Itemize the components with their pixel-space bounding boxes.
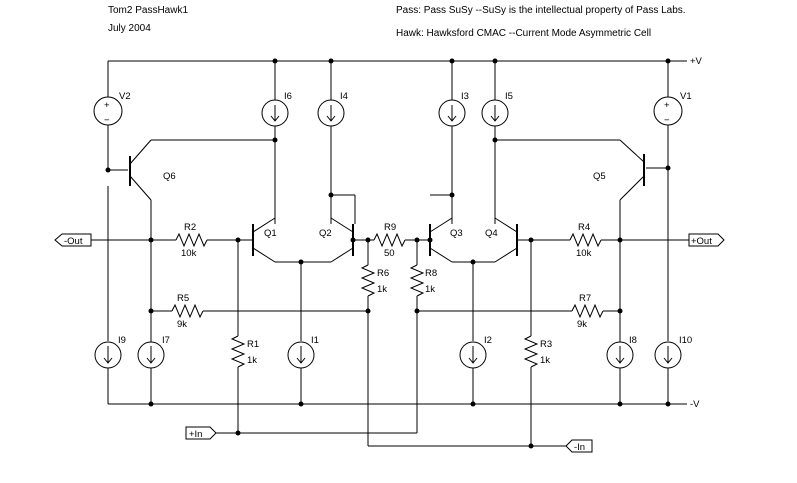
q3-label: Q3 (450, 228, 463, 239)
svg-text:10k: 10k (181, 248, 197, 259)
current-source-i6: I6 (261, 61, 292, 224)
current-source-i4: I4 (317, 61, 348, 224)
port-pos-in: +In (185, 426, 217, 440)
resistor-r5: R5 9k (171, 293, 204, 330)
positive-rail-label: +V (690, 56, 703, 67)
negative-rail-label: -V (690, 399, 700, 410)
svg-text:R3: R3 (540, 339, 552, 350)
current-source-i9: I9 (94, 186, 126, 404)
svg-text:I10: I10 (679, 335, 692, 346)
resistor-r8: R8 1k (409, 264, 437, 297)
resistor-r7: R7 9k (571, 293, 604, 330)
voltage-source-v1: + − V1 (653, 61, 692, 168)
svg-text:1k: 1k (377, 284, 387, 295)
pass-note: Pass: Pass SuSy --SuSy is the intellectu… (396, 5, 686, 16)
positive-rail: +V (108, 56, 703, 67)
svg-text:I7: I7 (162, 335, 170, 346)
current-source-i2: I2 (459, 335, 492, 404)
current-source-i5: I5 (481, 61, 513, 224)
svg-text:10k: 10k (576, 248, 592, 259)
svg-text:R4: R4 (578, 222, 590, 233)
port-pos-out: +Out (688, 233, 725, 247)
resistor-r3: R3 1k (523, 335, 552, 368)
q6-label: Q6 (163, 171, 176, 182)
svg-text:I2: I2 (484, 335, 492, 346)
svg-text:9k: 9k (177, 319, 187, 330)
transistor-q4: Q4 (473, 217, 518, 263)
current-source-i1: I1 (287, 335, 319, 404)
resistor-r2: R2 10k (175, 222, 208, 259)
svg-text:−: − (664, 115, 670, 126)
svg-text:I8: I8 (629, 335, 637, 346)
svg-text:9k: 9k (577, 319, 587, 330)
resistor-r6: R6 1k (360, 264, 389, 297)
q1-label: Q1 (264, 228, 277, 239)
v2-label: V2 (119, 91, 131, 102)
svg-text:R9: R9 (384, 222, 396, 233)
svg-text:R7: R7 (579, 293, 591, 304)
svg-text:+In: +In (189, 429, 202, 440)
junction-dots (105, 58, 671, 449)
svg-text:50: 50 (384, 248, 395, 259)
svg-text:I5: I5 (505, 91, 513, 102)
voltage-source-v2: + − V2 (93, 61, 131, 156)
hawk-note: Hawk: Hawksford CMAC --Current Mode Asym… (396, 28, 651, 39)
svg-text:I4: I4 (340, 91, 348, 102)
transistor-q1: Q1 (252, 217, 301, 263)
svg-text:1k: 1k (540, 355, 550, 366)
svg-text:−: − (104, 115, 110, 126)
svg-text:I3: I3 (461, 91, 469, 102)
negative-rail: -V (108, 399, 700, 410)
svg-text:R2: R2 (184, 222, 196, 233)
v1-label: V1 (680, 91, 692, 102)
resistor-r4: R4 10k (569, 222, 602, 259)
current-source-i7: I7 (137, 335, 170, 404)
q2-label: Q2 (319, 228, 332, 239)
current-source-i10: I10 (654, 335, 692, 404)
svg-text:1k: 1k (425, 284, 435, 295)
transistor-q6: Q6 (107, 139, 176, 201)
svg-text:+: + (104, 100, 110, 111)
current-source-i8: I8 (606, 335, 637, 404)
transistor-q2: Q2 (301, 217, 354, 263)
resistor-r9: R9 50 (373, 222, 406, 259)
svg-text:I9: I9 (118, 335, 126, 346)
svg-text:R1: R1 (247, 339, 259, 350)
q5-label: Q5 (593, 171, 606, 182)
port-neg-out: -Out (54, 233, 92, 247)
current-source-i3: I3 (438, 61, 469, 224)
title-line: Tom2 PassHawk1 (108, 5, 188, 16)
svg-text:I1: I1 (311, 335, 319, 346)
svg-text:+: + (664, 100, 670, 111)
date-line: July 2004 (108, 23, 151, 34)
transistor-q5: Q5 (593, 139, 668, 201)
svg-text:-Out: -Out (64, 236, 83, 247)
port-neg-in: -In (565, 439, 593, 453)
svg-text:1k: 1k (247, 355, 257, 366)
svg-text:+Out: +Out (691, 236, 712, 247)
resistor-r1: R1 1k (230, 335, 259, 368)
transistor-q3: Q3 (429, 217, 473, 263)
svg-text:R6: R6 (377, 268, 389, 279)
svg-text:R8: R8 (425, 268, 437, 279)
svg-text:I6: I6 (284, 91, 292, 102)
svg-text:-In: -In (574, 442, 585, 453)
q4-label: Q4 (485, 228, 498, 239)
svg-text:R5: R5 (177, 293, 189, 304)
